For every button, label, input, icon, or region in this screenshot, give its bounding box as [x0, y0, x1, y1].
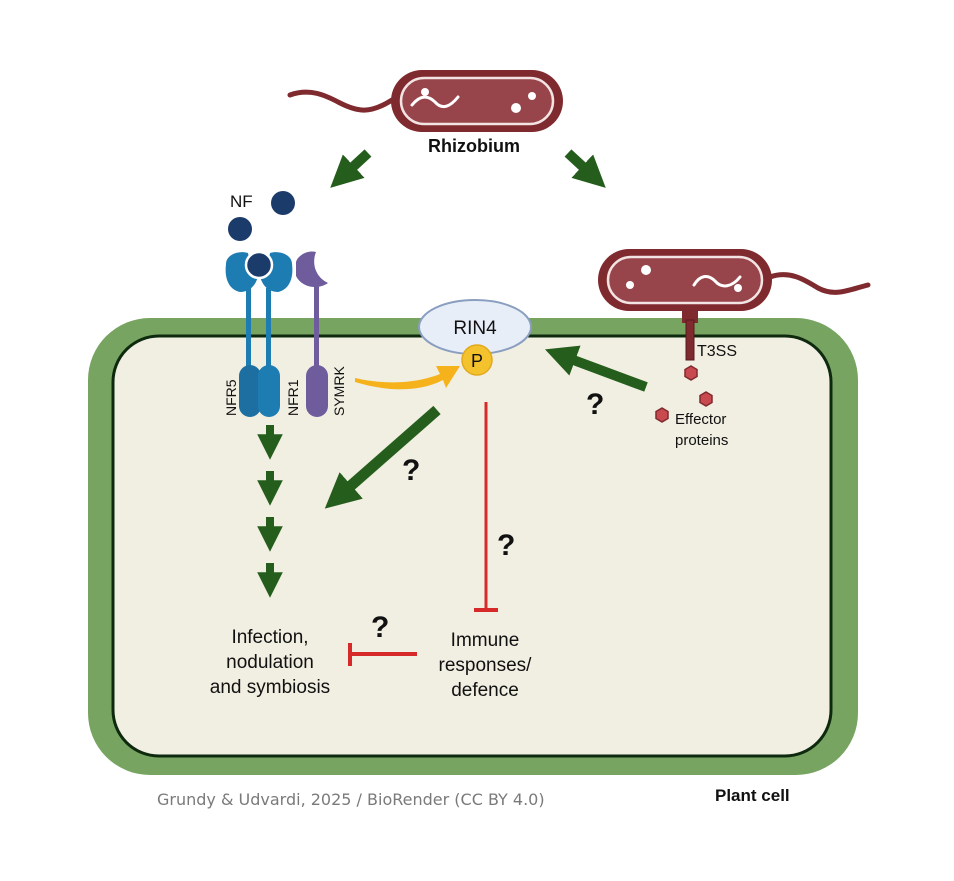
- nfr-receptors: [225, 250, 293, 417]
- effector-proteins: [655, 365, 713, 423]
- svg-text:defence: defence: [451, 680, 519, 701]
- symrk-receptor: [296, 251, 328, 417]
- nf-molecule: [271, 191, 295, 215]
- rin4-label: RIN4: [453, 318, 497, 339]
- flagellum: [287, 89, 395, 113]
- arrow-to-nf: [330, 149, 372, 188]
- nfr5-label: NFR5: [223, 379, 239, 416]
- rhizobium-bacterium-top: [287, 70, 563, 132]
- nfr1-label: NFR1: [285, 379, 301, 416]
- arrow-to-bacterium-right: [564, 149, 606, 188]
- t3ss-label: T3SS: [697, 343, 737, 360]
- effector-label-1: Effector: [675, 411, 726, 428]
- symbiosis-outcome: Infection, nodulation and symbiosis: [210, 627, 330, 698]
- t3ss-needle: [685, 319, 695, 361]
- flagellum: [767, 272, 871, 295]
- nfr5-ectodomain: [225, 252, 258, 292]
- symrk-label: SYMRK: [331, 366, 347, 416]
- svg-text:Infection,: Infection,: [231, 627, 308, 648]
- symrk-ectodomain: [296, 251, 328, 288]
- inhibition-rin4-immune: [474, 402, 498, 612]
- nf-molecule: [228, 217, 252, 241]
- phosphorylation-arrow: [355, 366, 460, 390]
- question-rin4-immune: ?: [497, 529, 515, 562]
- phosphate-label: P: [471, 351, 483, 371]
- arrow-effectors-to-rin4: [545, 345, 648, 392]
- effector-protein: [655, 407, 669, 423]
- svg-text:responses/: responses/: [439, 655, 533, 676]
- immune-outcome: Immune responses/ defence: [439, 630, 533, 701]
- svg-text:Immune: Immune: [451, 630, 520, 651]
- nf-label: NF: [230, 192, 253, 211]
- effector-protein: [684, 365, 698, 381]
- arrow-rin4-to-symbiosis: [324, 405, 441, 509]
- nf-bound-molecule: [244, 250, 274, 280]
- question-rin4-symbiosis: ?: [402, 454, 420, 487]
- inhibition-immune-symbiosis: [348, 643, 417, 666]
- phosphate-group: [461, 344, 493, 376]
- question-immune-symbiosis: ?: [371, 611, 389, 644]
- nfr5-kinase: [239, 365, 261, 417]
- effector-label-2: proteins: [675, 432, 728, 449]
- rhizobium-bacterium-right: [598, 249, 871, 361]
- svg-text:and symbiosis: and symbiosis: [210, 677, 330, 698]
- question-effector-rin4: ?: [586, 388, 604, 421]
- symrk-kinase: [306, 365, 328, 417]
- plant-cell: [88, 318, 858, 775]
- credit-text: Grundy & Udvardi, 2025 / BioRender (CC B…: [157, 790, 545, 809]
- rhizobium-label: Rhizobium: [428, 136, 520, 156]
- effector-protein: [699, 391, 713, 407]
- nfr1-kinase: [258, 365, 280, 417]
- svg-text:nodulation: nodulation: [226, 652, 314, 673]
- plant-cell-label: Plant cell: [715, 786, 790, 805]
- nfr1-ectodomain: [260, 252, 293, 292]
